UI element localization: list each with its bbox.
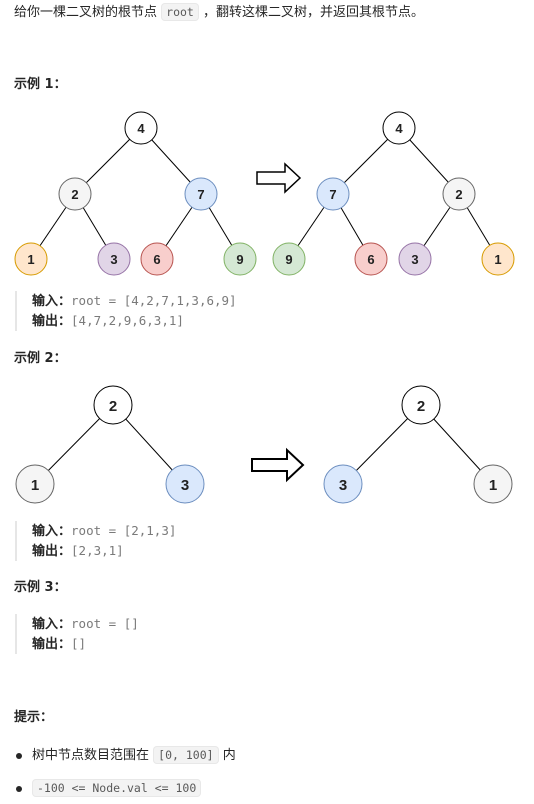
tree-node: 6	[354, 242, 388, 276]
svg-text:6: 6	[153, 252, 160, 267]
tree-node: 2	[401, 385, 441, 425]
svg-text:2: 2	[109, 398, 117, 415]
svg-text:9: 9	[285, 252, 292, 267]
intro-suffix: ，翻转这棵二叉树，并返回其根节点。	[203, 5, 425, 20]
tree-node: 1	[15, 464, 55, 504]
output-label: 输出：	[32, 637, 72, 652]
svg-text:2: 2	[71, 187, 78, 202]
tree-node: 2	[93, 385, 133, 425]
input-value: root = [4,2,7,1,3,6,9]	[71, 293, 237, 308]
tree-node: 6	[140, 242, 174, 276]
hint-code: [0, 100]	[153, 746, 219, 764]
example-2-io: 输入：root = [2,1,3] 输出：[2,3,1]	[15, 521, 512, 561]
input-value: root = []	[71, 616, 139, 631]
svg-text:3: 3	[110, 252, 117, 267]
svg-text:7: 7	[197, 187, 204, 202]
intro-prefix: 给你一棵二叉树的根节点	[14, 5, 158, 20]
input-label: 输入：	[32, 524, 72, 539]
output-label: 输出：	[32, 314, 72, 329]
svg-text:3: 3	[181, 477, 189, 494]
tree-node: 7	[316, 177, 350, 211]
tree-node: 1	[14, 242, 48, 276]
hint-item: 树中节点数目范围在 [0, 100] 内	[14, 745, 236, 766]
tree-node: 4	[382, 111, 416, 145]
tree-node: 2	[442, 177, 476, 211]
svg-text:4: 4	[137, 121, 145, 136]
input-value: root = [2,1,3]	[71, 523, 177, 538]
hints-heading: 提示：	[14, 710, 54, 725]
svg-text:9: 9	[236, 252, 243, 267]
hint-suffix: 内	[222, 748, 236, 763]
svg-text:1: 1	[27, 252, 34, 267]
svg-text:3: 3	[411, 252, 418, 267]
hint-prefix: 树中节点数目范围在	[32, 748, 150, 763]
problem-statement: 给你一棵二叉树的根节点 root ，翻转这棵二叉树，并返回其根节点。	[14, 2, 530, 23]
tree-node: 9	[272, 242, 306, 276]
svg-text:4: 4	[395, 121, 403, 136]
svg-text:3: 3	[339, 477, 347, 494]
transform-arrow-icon	[251, 447, 305, 483]
svg-text:2: 2	[417, 398, 425, 415]
output-label: 输出：	[32, 544, 72, 559]
svg-text:1: 1	[489, 477, 497, 494]
svg-text:1: 1	[494, 252, 501, 267]
output-value: []	[71, 636, 87, 651]
svg-text:6: 6	[367, 252, 374, 267]
output-value: [4,7,2,9,6,3,1]	[71, 313, 184, 328]
example-1-diagram: 4 2 7 1 3 6 9 4 7 2 9 6 3 1	[14, 111, 515, 276]
output-value: [2,3,1]	[71, 543, 124, 558]
tree-node: 2	[58, 177, 92, 211]
tree-node: 9	[223, 242, 257, 276]
bullet-icon	[16, 785, 22, 792]
bullet-icon	[16, 752, 22, 759]
tree-node: 1	[473, 464, 513, 504]
svg-text:1: 1	[31, 477, 39, 494]
example-1-heading: 示例 1：	[14, 77, 67, 92]
hint-item: -100 <= Node.val <= 100	[14, 778, 202, 799]
tree-node: 3	[323, 464, 363, 504]
tree-node: 3	[165, 464, 205, 504]
svg-text:7: 7	[329, 187, 336, 202]
example-3-heading: 示例 3：	[14, 580, 67, 595]
transform-arrow-icon	[256, 162, 302, 194]
example-3-io: 输入：root = [] 输出：[]	[15, 614, 512, 654]
input-label: 输入：	[32, 617, 72, 632]
example-1-io: 输入：root = [4,2,7,1,3,6,9] 输出：[4,7,2,9,6,…	[15, 291, 512, 331]
tree-node: 7	[184, 177, 218, 211]
example-2-heading: 示例 2：	[14, 351, 67, 366]
hint-code: -100 <= Node.val <= 100	[32, 779, 202, 797]
tree-node: 1	[481, 242, 515, 276]
svg-text:2: 2	[455, 187, 462, 202]
input-label: 输入：	[32, 294, 72, 309]
tree-node: 4	[124, 111, 158, 145]
tree-node: 3	[97, 242, 131, 276]
tree-node: 3	[398, 242, 432, 276]
example-2-diagram: 2 1 3 2 3 1	[15, 385, 513, 504]
intro-code-root: root	[161, 3, 199, 21]
